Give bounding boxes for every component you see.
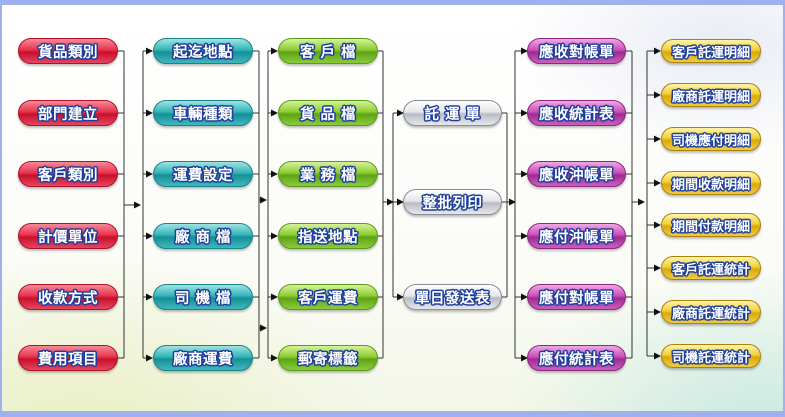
window-bottom-border (0, 411, 785, 417)
btn-driver-shipment-stats[interactable]: 司機託運統計 (661, 344, 761, 368)
btn-period-payment-detail[interactable]: 期間付款明細 (661, 213, 761, 237)
btn-ar-writeoff[interactable]: 應收沖帳單 (527, 161, 626, 187)
btn-product-file[interactable]: 貨 品 檔 (278, 100, 378, 126)
btn-ap-statement[interactable]: 應付對帳單 (527, 284, 626, 310)
btn-ap-summary[interactable]: 應付統計表 (527, 345, 626, 371)
btn-vendor-shipment-stats[interactable]: 廠商託運統計 (661, 300, 761, 324)
btn-batch-print[interactable]: 整批列印 (403, 189, 502, 215)
btn-expense-item[interactable]: 費用項目 (18, 345, 118, 371)
btn-driver-file[interactable]: 司 機 檔 (153, 284, 253, 310)
connector-col1-bus (118, 50, 125, 359)
btn-vendor-freight[interactable]: 廠商運費 (153, 345, 253, 371)
btn-ap-writeoff[interactable]: 應付沖帳單 (527, 223, 626, 249)
btn-pricing-unit[interactable]: 計價單位 (18, 223, 118, 249)
btn-period-receipt-detail[interactable]: 期間收款明細 (661, 171, 761, 195)
btn-customer-freight[interactable]: 客戶運費 (278, 284, 378, 310)
btn-vendor-shipment-detail[interactable]: 廠商託運明細 (661, 83, 761, 107)
window-right-border (783, 0, 785, 417)
btn-payment-method[interactable]: 收款方式 (18, 284, 118, 310)
window-left-border (0, 0, 2, 417)
btn-customer-shipment-stats[interactable]: 客戶託運統計 (661, 256, 761, 280)
btn-freight-setting[interactable]: 運費設定 (153, 161, 253, 187)
btn-sales-file[interactable]: 業 務 檔 (278, 161, 378, 187)
btn-delivery-location[interactable]: 指送地點 (278, 223, 378, 249)
btn-ar-statement[interactable]: 應收對帳單 (527, 38, 626, 64)
btn-product-category[interactable]: 貨品類別 (18, 38, 118, 64)
btn-vehicle-type[interactable]: 車輛種類 (153, 100, 253, 126)
btn-vendor-file[interactable]: 廠 商 檔 (153, 223, 253, 249)
btn-consignment-note[interactable]: 託 運 單 (403, 100, 502, 126)
btn-driver-payable-detail[interactable]: 司機應付明細 (661, 127, 761, 151)
btn-mailing-label[interactable]: 郵寄標籤 (278, 345, 378, 371)
btn-daily-dispatch-sheet[interactable]: 單日發送表 (403, 284, 502, 310)
btn-department-setup[interactable]: 部門建立 (18, 100, 118, 126)
btn-origin-destination[interactable]: 起迄地點 (153, 38, 253, 64)
btn-customer-file[interactable]: 客 戶 檔 (278, 38, 378, 64)
btn-customer-shipment-detail[interactable]: 客戶託運明細 (661, 39, 761, 63)
window-top-border (0, 0, 785, 5)
btn-customer-category[interactable]: 客戶類別 (18, 161, 118, 187)
btn-ar-summary[interactable]: 應收統計表 (527, 100, 626, 126)
